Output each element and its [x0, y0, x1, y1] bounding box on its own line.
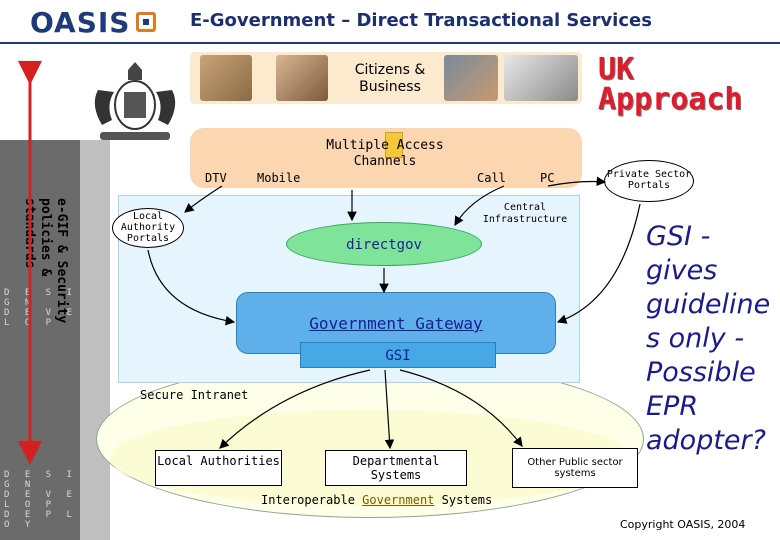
interop-prefix: Interoperable	[261, 493, 363, 507]
departmental-systems-box: Departmental Systems	[325, 450, 467, 486]
title-divider	[0, 42, 780, 44]
local-authorities-box: Local Authorities	[155, 450, 282, 486]
oasis-logo: OASIS	[30, 4, 190, 40]
logo-text: OASIS	[30, 5, 131, 39]
local-authority-portals: Local Authority Portals	[112, 208, 184, 248]
channel-dtv: DTV	[205, 171, 227, 185]
channel-mobile: Mobile	[257, 171, 301, 185]
elderly-photo-icon	[504, 55, 578, 101]
band-word-develop-2: D E V E L O P	[4, 490, 77, 510]
gsi-node: GSI	[300, 342, 496, 368]
band-word-design-2: D E S I G N	[4, 470, 77, 490]
interop-government-word: Government	[362, 493, 435, 507]
private-sector-portals: Private Sector Portals	[604, 160, 694, 202]
citizens-photo-icon	[200, 55, 252, 101]
uk-approach-heading: UK Approach	[598, 55, 743, 115]
directgov-node: directgov	[286, 222, 482, 266]
page-title: E-Government – Direct Transactional Serv…	[190, 10, 652, 31]
uk-approach-line-1: UK	[598, 52, 635, 87]
gsi-note: GSI - gives guideline s only - Possible …	[646, 221, 771, 456]
interoperable-systems-label: Interoperable Government Systems	[261, 493, 492, 507]
royal-crest-icon	[94, 62, 176, 140]
family-photo-icon	[444, 55, 498, 101]
header-bar	[0, 0, 780, 42]
vertical-line-1: e-GIF & Security	[54, 198, 69, 324]
secure-intranet-label: Secure Intranet	[140, 388, 249, 402]
business-photo-icon	[276, 55, 328, 101]
copyright-text: Copyright OASIS, 2004	[620, 518, 746, 531]
citizens-label: Citizens & Business	[354, 62, 426, 95]
band-word-deploy: D E P L O Y	[4, 510, 77, 530]
interop-suffix: Systems	[434, 493, 493, 507]
government-gateway-node: Government Gateway	[236, 292, 556, 354]
channels-label: Multiple Access Channels	[326, 138, 444, 169]
other-public-sector-box: Other Public sector systems	[512, 448, 638, 488]
vertical-line-3: standards	[22, 198, 37, 269]
central-infrastructure-label: Central Infrastructure	[482, 202, 568, 225]
channel-call: Call	[477, 171, 506, 185]
access-channel-icon	[385, 132, 403, 158]
uk-approach-line-2: Approach	[598, 82, 743, 117]
vertical-line-2: policies &	[38, 198, 53, 277]
channel-pc: PC	[540, 171, 555, 185]
standards-vertical-text: e-GIF & Security policies & standards	[8, 198, 78, 328]
logo-mark-icon	[136, 12, 157, 32]
